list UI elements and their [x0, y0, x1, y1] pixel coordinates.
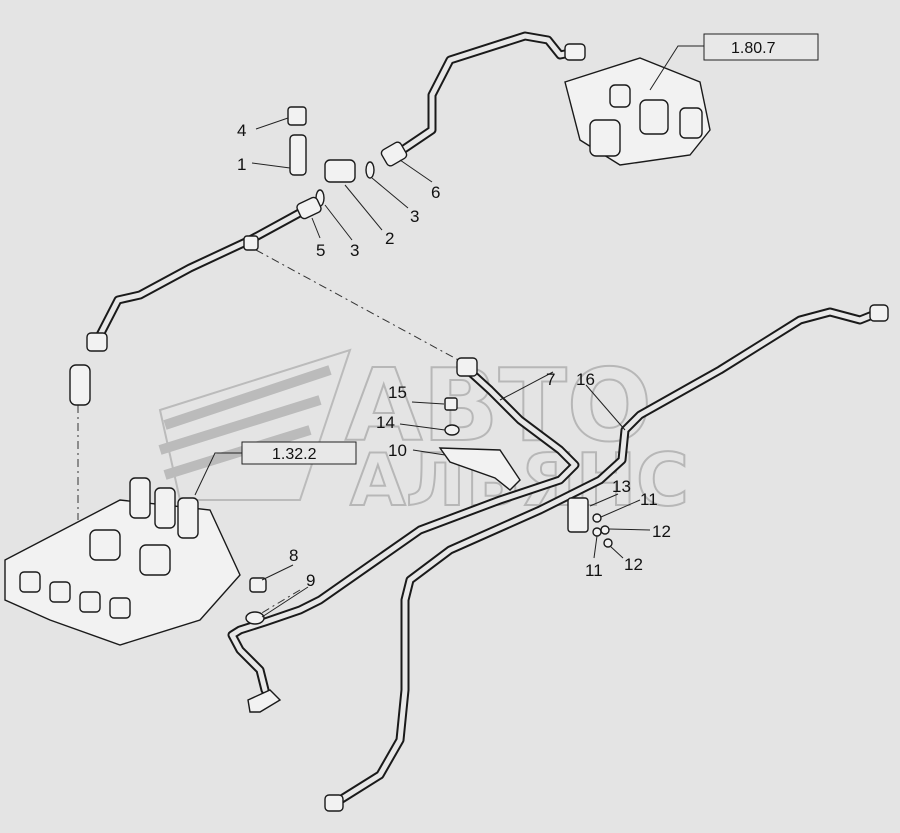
pipe-left-upper	[95, 205, 310, 340]
pipe-end-nut-right	[869, 304, 889, 322]
callout-9: 9	[306, 571, 315, 590]
callout-6: 6	[431, 183, 440, 202]
leader-1-32-2	[194, 452, 242, 496]
washer-part-14	[444, 424, 460, 436]
leader-1-80-7	[649, 45, 704, 91]
watermark-line1: АВТО	[345, 347, 652, 464]
callout-4: 4	[237, 121, 246, 140]
nut-part-12b	[603, 538, 613, 548]
cap-nut-part-4	[287, 106, 307, 126]
callout-16: 16	[576, 370, 595, 389]
pipe-upper-right	[390, 31, 580, 160]
callout-8: 8	[289, 546, 298, 565]
bolt-part-15	[444, 397, 458, 411]
connector-left	[69, 364, 91, 406]
pipe-middle	[227, 365, 580, 695]
center-line-upper	[255, 249, 463, 363]
washer-part-9	[245, 611, 265, 625]
seal-ring-part-3b	[365, 161, 375, 179]
callout-11b: 11	[585, 561, 603, 580]
callout-5: 5	[316, 241, 325, 260]
adapter-part-1	[289, 134, 307, 176]
bolt-part-8	[249, 577, 267, 593]
nut-part-12a	[600, 525, 610, 535]
valve-block-lower	[4, 477, 241, 646]
bracket-part-10	[438, 447, 521, 491]
clamp-part-13	[567, 497, 589, 533]
callout-10: 10	[388, 441, 407, 460]
nut-part-5	[296, 196, 322, 220]
nut-part-11b	[592, 527, 602, 537]
pipe-end-nut-bottom	[324, 794, 344, 812]
reference-box-1-32-2[interactable]: 1.32.2	[241, 441, 357, 465]
callout-15: 15	[388, 383, 407, 402]
valve-block-upper	[564, 57, 711, 166]
callout-14: 14	[376, 413, 395, 432]
callout-2: 2	[385, 229, 394, 248]
pipe-end-nut-upper	[564, 43, 586, 61]
reference-label-1-32-2: 1.32.2	[272, 446, 317, 463]
callout-12a: 12	[652, 522, 671, 541]
callout-1: 1	[237, 155, 246, 174]
pipe-end-nut-7	[456, 357, 478, 377]
reference-label-1-80-7: 1.80.7	[731, 40, 776, 57]
callout-3b: 3	[410, 207, 419, 226]
pipe-end-nut-left	[86, 332, 108, 352]
reference-box-1-80-7[interactable]: 1.80.7	[703, 33, 819, 61]
pipe-long-right	[335, 307, 885, 805]
bracket-lower	[247, 689, 282, 713]
callout-3a: 3	[350, 241, 359, 260]
elbow-part-2	[324, 159, 356, 183]
callout-11a: 11	[640, 490, 658, 509]
callout-7: 7	[546, 370, 555, 389]
pipe-clamp-left	[243, 235, 259, 251]
callout-leaders	[251, 117, 651, 618]
callout-13: 13	[612, 477, 631, 496]
callout-12b: 12	[624, 555, 643, 574]
watermark-logo	[158, 348, 352, 501]
nut-part-11a	[592, 513, 602, 523]
